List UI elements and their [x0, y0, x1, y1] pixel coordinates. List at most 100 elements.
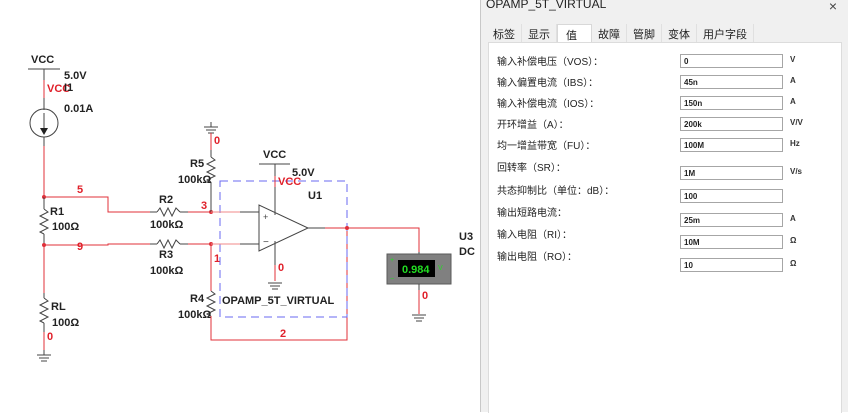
schematic-canvas[interactable]: VCC 5.0V VCC I1 0.01A R1 100Ω 5 9 RL 100… — [0, 0, 478, 412]
dialog-title: OPAMP_5T_VIRTUAL — [486, 0, 607, 11]
param-unit: V/V — [790, 118, 803, 127]
param-input-sr[interactable] — [680, 166, 783, 180]
resistor-icon — [205, 156, 217, 183]
resistor-r1[interactable]: R1 100Ω — [38, 197, 79, 245]
net-label-3: 3 — [201, 200, 207, 212]
junction-output — [345, 226, 349, 230]
vcc-net-label: VCC — [47, 83, 70, 95]
r2-ref: R2 — [159, 194, 173, 206]
tab-user-fields[interactable]: 用户字段 — [697, 24, 754, 42]
close-icon[interactable]: × — [828, 0, 837, 14]
param-row-ri: 输入电阻（RI）： Ω — [489, 226, 841, 249]
voltmeter-u3[interactable]: 0.984 V + − U3 DC — [386, 231, 475, 290]
r1-ref: R1 — [50, 206, 64, 218]
u3-mode: DC — [459, 246, 475, 258]
net-label-0-r5: 0 — [214, 135, 220, 147]
r3-value: 100kΩ — [150, 265, 183, 277]
voltmeter-unit: V — [438, 265, 443, 272]
r1-value: 100Ω — [52, 221, 79, 233]
ground-icon — [412, 314, 426, 322]
vcc-source[interactable]: VCC 5.0V — [28, 54, 87, 82]
param-label: 开环增益（A）： — [497, 120, 569, 131]
voltmeter-reading: 0.984 — [402, 264, 430, 276]
param-unit: A — [790, 76, 796, 85]
param-input-isc[interactable] — [680, 213, 783, 227]
component-properties-dialog: OPAMP_5T_VIRTUAL × 标签 显示 值 故障 管脚 变体 用户字段… — [480, 0, 848, 413]
resistor-icon — [156, 238, 181, 250]
param-input-cmrr[interactable] — [680, 189, 783, 203]
wire-n9 — [44, 243, 150, 246]
param-unit: Hz — [790, 139, 800, 148]
value-tab-panel: 输入补偿电压（VOS）： V 输入偏置电流（IBS）： A 输入补偿电流（IOS… — [488, 42, 842, 413]
param-unit: A — [790, 97, 796, 106]
param-row-ios: 输入补偿电流（IOS）： A — [489, 95, 841, 113]
param-row-cmrr: 共态抑制比（单位：dB）： — [489, 182, 841, 203]
tab-bar: 标签 显示 值 故障 管脚 变体 用户字段 — [487, 24, 754, 45]
param-unit: Ω — [790, 259, 797, 268]
u1-vcc-voltage: 5.0V — [292, 167, 315, 179]
r5-ref: R5 — [190, 158, 204, 170]
param-row-ro: 输出电阻（RO）： Ω — [489, 248, 841, 272]
vcc-rail-label: VCC — [31, 54, 54, 66]
current-source-i1[interactable]: I1 0.01A — [29, 82, 93, 146]
tab-fault[interactable]: 故障 — [592, 24, 627, 42]
param-label: 输入补偿电流（IOS）： — [497, 99, 600, 110]
voltmeter-display — [398, 260, 435, 277]
net-label-0-opamp: 0 — [278, 262, 284, 274]
resistor-r4[interactable]: R4 100kΩ — [178, 290, 217, 321]
resistor-r5[interactable]: R5 100kΩ — [178, 150, 217, 212]
param-row-vos: 输入补偿电压（VOS）： V — [489, 53, 841, 71]
param-input-gain[interactable] — [680, 117, 783, 131]
opamp-u1[interactable]: + − VCC 5.0V VCC 0 U1 OPAMP_5T_VIRTUAL — [211, 149, 335, 307]
net-label-0-meter: 0 — [422, 290, 428, 302]
tab-value[interactable]: 值 — [557, 24, 592, 45]
param-input-ri[interactable] — [680, 235, 783, 249]
param-input-vos[interactable] — [680, 54, 783, 68]
tab-pins[interactable]: 管脚 — [627, 24, 662, 42]
r3-ref: R3 — [159, 249, 173, 261]
param-label: 输出电阻（RO）： — [497, 252, 577, 263]
param-label: 输入电阻（RI）： — [497, 230, 572, 241]
param-input-ibs[interactable] — [680, 75, 783, 89]
param-unit: A — [790, 214, 796, 223]
resistor-icon — [38, 297, 50, 324]
r2-value: 100kΩ — [150, 219, 183, 231]
i1-ref: I1 — [64, 82, 73, 94]
ground-icon — [37, 350, 51, 362]
param-input-ios[interactable] — [680, 96, 783, 110]
resistor-r2[interactable]: R2 100kΩ — [150, 194, 188, 231]
u1-ref: U1 — [308, 190, 322, 202]
resistor-rl[interactable]: RL 100Ω — [38, 293, 79, 332]
voltmeter-minus: − — [390, 276, 394, 283]
u1-plus-sign: + — [263, 212, 268, 222]
r5-value: 100kΩ — [178, 174, 211, 186]
param-input-fu[interactable] — [680, 138, 783, 152]
param-row-isc: 输出短路电流： A — [489, 204, 841, 227]
param-label: 输入偏置电流（IBS）： — [497, 78, 599, 89]
opamp-icon — [258, 204, 310, 252]
param-input-ro[interactable] — [680, 258, 783, 272]
u3-ref: U3 — [459, 231, 473, 243]
param-row-ibs: 输入偏置电流（IBS）： A — [489, 74, 841, 92]
param-unit: V/s — [790, 167, 803, 176]
resistor-icon — [38, 208, 50, 235]
net-label-0-rl: 0 — [47, 331, 53, 343]
u1-model: OPAMP_5T_VIRTUAL — [222, 295, 335, 307]
rl-ref: RL — [51, 301, 66, 313]
vcc-voltage-label: 5.0V — [64, 70, 87, 82]
param-row-sr: 回转率（SR）： V/s — [489, 159, 841, 180]
tab-display[interactable]: 显示 — [522, 24, 557, 42]
param-row-fu: 均一增益带宽（FU）： Hz — [489, 137, 841, 155]
tab-label[interactable]: 标签 — [487, 24, 522, 42]
u1-minus-sign: − — [263, 237, 269, 248]
r4-ref: R4 — [190, 293, 205, 305]
wire-output — [325, 227, 420, 252]
ground-icon — [204, 122, 218, 134]
param-unit: Ω — [790, 236, 797, 245]
arrow-down-icon — [40, 128, 48, 135]
param-row-gain: 开环增益（A）： V/V — [489, 116, 841, 134]
resistor-r3[interactable]: R3 100kΩ — [150, 238, 188, 277]
param-label: 共态抑制比（单位：dB）： — [497, 186, 615, 197]
rl-value: 100Ω — [52, 317, 79, 329]
tab-variant[interactable]: 变体 — [662, 24, 697, 42]
